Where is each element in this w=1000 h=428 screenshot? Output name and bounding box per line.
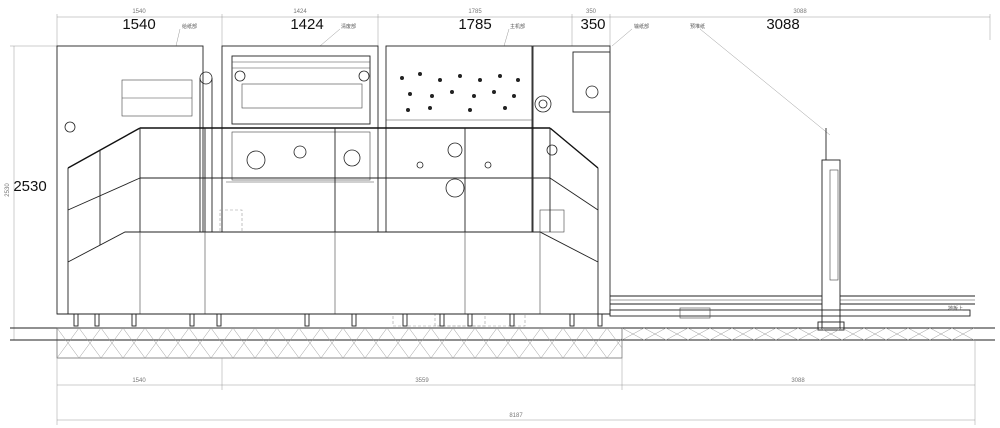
top-dim-350: 350	[580, 16, 605, 33]
top-small-dim-1: 1540	[132, 9, 146, 15]
label-pre-pile-section: 预堆纸	[690, 23, 705, 30]
label-main-section: 主机部	[510, 23, 525, 30]
height-small-dim: 2530	[5, 183, 11, 197]
label-feeder-section: 给纸部	[182, 23, 197, 30]
top-dim-1540: 1540	[122, 16, 155, 33]
feeder-gear	[64, 121, 76, 133]
top-dimension-chain: 1540 1424 1785 350 3088 1540 1424 1785 3…	[56, 9, 991, 136]
top-small-dim-2: 1424	[293, 9, 307, 15]
bottom-dim-3088: 3088	[791, 378, 805, 384]
top-small-dim-3: 1785	[468, 9, 482, 15]
delivery-gear	[534, 95, 552, 113]
floor-foundation	[10, 327, 995, 359]
platform-panel	[67, 231, 599, 315]
pre-pile-column	[821, 159, 841, 329]
top-dim-1785: 1785	[458, 16, 491, 33]
bottom-dim-1540: 1540	[132, 378, 146, 384]
platform	[57, 231, 610, 327]
handrail	[67, 127, 599, 262]
bottom-dimension-chains: 1540 3559 3088 8187	[56, 340, 976, 425]
bottom-dim-3559: 3559	[415, 378, 429, 384]
height-dim-2530: 2530	[13, 178, 46, 195]
label-delivery-section: 输纸部	[634, 23, 649, 30]
top-dim-1424: 1424	[290, 16, 323, 33]
bottom-dim-total-8187: 8187	[509, 413, 523, 419]
top-small-dim-5: 3088	[793, 9, 807, 15]
label-stripping-section: 清废部	[341, 23, 356, 30]
top-small-dim-4: 350	[586, 9, 597, 15]
height-dimension: 2530 2530	[5, 45, 60, 341]
floor-note: 地板上	[948, 305, 963, 312]
top-dim-3088: 3088	[766, 16, 799, 33]
pre-pile-unit: 地板上	[609, 128, 975, 331]
main-unit-frame	[385, 45, 533, 233]
